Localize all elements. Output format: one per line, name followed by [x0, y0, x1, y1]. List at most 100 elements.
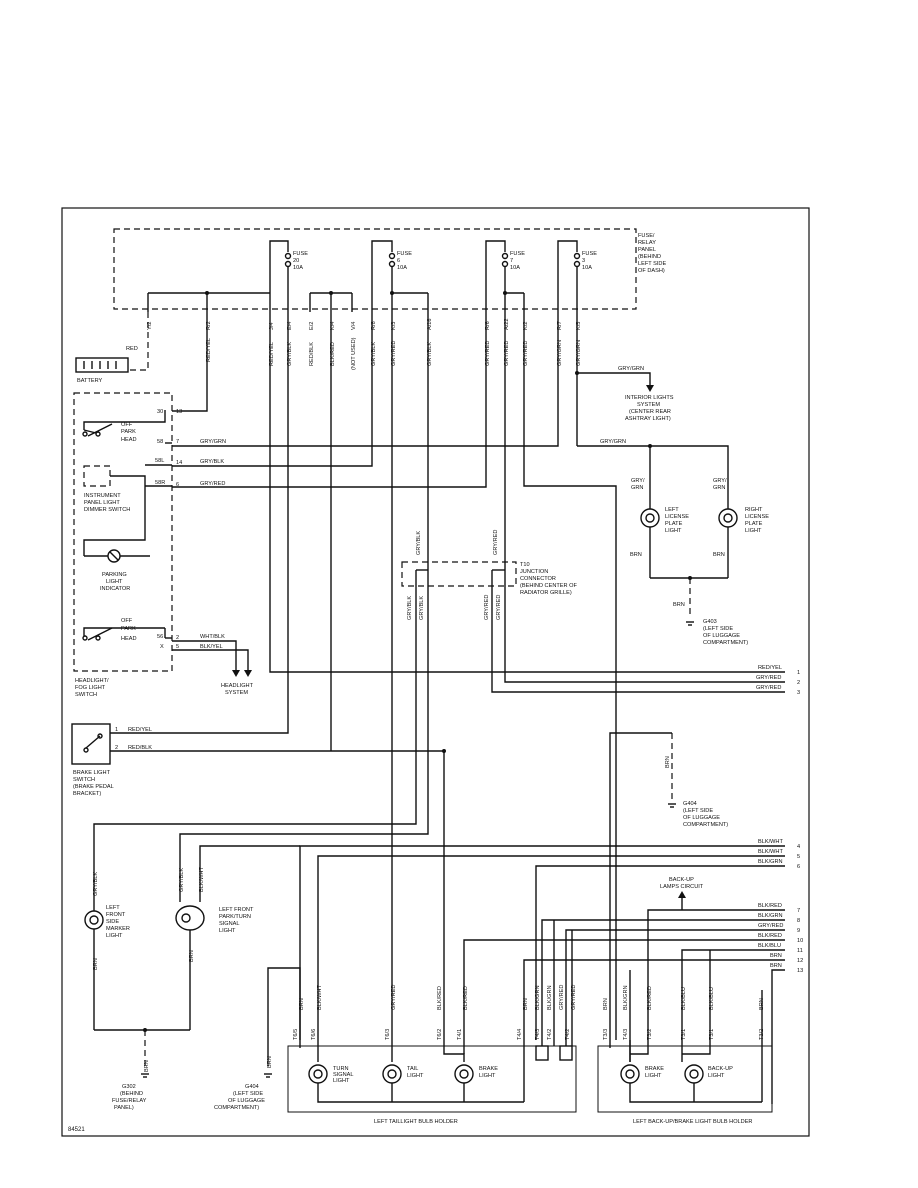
svg-text:LIGHT: LIGHT — [106, 933, 123, 939]
svg-text:30: 30 — [157, 409, 163, 415]
svg-text:J/4: J/4 — [269, 323, 275, 330]
svg-text:(LEFT SIDE: (LEFT SIDE — [703, 626, 733, 632]
svg-text:WHT/BLK: WHT/BLK — [200, 634, 225, 640]
fuse-20: FUSE 20 10A — [269, 240, 308, 305]
svg-text:ASHTRAY LIGHT): ASHTRAY LIGHT) — [625, 416, 671, 422]
svg-text:10A: 10A — [397, 265, 407, 271]
svg-text:GRY/GRN: GRY/GRN — [600, 439, 626, 445]
svg-text:OF LUGGAGE: OF LUGGAGE — [683, 815, 720, 821]
svg-text:MARKER: MARKER — [106, 926, 130, 932]
svg-text:BRAKE LIGHT: BRAKE LIGHT — [73, 770, 111, 776]
svg-text:8: 8 — [797, 918, 800, 924]
svg-text:LIGHT: LIGHT — [219, 928, 236, 934]
svg-text:R/8: R/8 — [371, 321, 377, 330]
svg-text:LAMPS CIRCUIT: LAMPS CIRCUIT — [660, 884, 704, 890]
svg-text:BRN: BRN — [523, 998, 529, 1010]
svg-text:GRY/GRN: GRY/GRN — [576, 340, 582, 366]
svg-text:BRAKE: BRAKE — [645, 1066, 664, 1072]
svg-text:10A: 10A — [510, 265, 520, 271]
svg-text:FUSE: FUSE — [397, 251, 412, 257]
svg-text:T6/5: T6/5 — [293, 1029, 299, 1040]
svg-text:A/22: A/22 — [504, 318, 510, 330]
svg-text:LIGHT: LIGHT — [665, 528, 682, 534]
svg-text:BRN: BRN — [665, 756, 671, 768]
svg-text:LEFT: LEFT — [106, 905, 120, 911]
svg-text:DIMMER SWITCH: DIMMER SWITCH — [84, 507, 130, 513]
svg-text:RED/YEL: RED/YEL — [269, 342, 275, 366]
svg-text:T3/3: T3/3 — [603, 1029, 609, 1040]
svg-text:OFF: OFF — [121, 422, 133, 428]
svg-text:GRY/GRN: GRY/GRN — [200, 439, 226, 445]
svg-text:5: 5 — [176, 644, 179, 650]
svg-text:(BEHIND: (BEHIND — [120, 1091, 143, 1097]
svg-text:SWITCH: SWITCH — [75, 692, 97, 698]
svg-text:RED/BLK: RED/BLK — [128, 745, 152, 751]
svg-text:GRY/BLK: GRY/BLK — [416, 531, 422, 555]
svg-text:GRY/RED: GRY/RED — [496, 595, 502, 620]
svg-text:GRY/RED: GRY/RED — [493, 530, 499, 555]
left-taillight-bulb-holder: LEFT TAILLIGHT BULB HOLDER BRN BLK/WHT G… — [287, 985, 577, 1125]
svg-text:BRN: BRN — [770, 953, 782, 959]
svg-text:SIGNAL: SIGNAL — [219, 921, 240, 927]
svg-text:GRY/BLK: GRY/BLK — [407, 596, 413, 620]
svg-text:BRN: BRN — [770, 963, 782, 969]
svg-text:T4/3: T4/3 — [623, 1029, 629, 1040]
fuse-6: FUSE 6 10A — [371, 240, 412, 305]
fuse-7: FUSE 7 10A — [485, 240, 525, 305]
svg-text:T4/3: T4/3 — [535, 1029, 541, 1040]
svg-text:GRY/RED: GRY/RED — [485, 341, 491, 366]
svg-text:HEAD: HEAD — [121, 437, 137, 443]
svg-text:GRY/BLK: GRY/BLK — [179, 868, 185, 892]
svg-text:T6/2: T6/2 — [437, 1029, 443, 1040]
svg-text:BLK/GRN: BLK/GRN — [758, 913, 783, 919]
park-head-switch: OFF PARK HEAD — [82, 410, 166, 443]
right-bus-lower: BLK/RED 7 BLK/GRN 8 GRY/RED 9 BLK/RED 10… — [463, 903, 803, 1104]
svg-text:INSTRUMENT: INSTRUMENT — [84, 493, 121, 499]
svg-text:BLK/RED: BLK/RED — [463, 986, 469, 1010]
svg-text:BRACKET): BRACKET) — [73, 791, 101, 797]
svg-text:LEFT TAILLIGHT BULB HOLDER: LEFT TAILLIGHT BULB HOLDER — [374, 1119, 458, 1125]
svg-text:FRONT: FRONT — [106, 912, 126, 918]
svg-text:BRAKE: BRAKE — [479, 1066, 498, 1072]
svg-text:HEADLIGHT: HEADLIGHT — [221, 683, 254, 689]
svg-text:BLK/WHT: BLK/WHT — [758, 849, 783, 855]
svg-text:6: 6 — [397, 258, 400, 264]
svg-text:(LEFT SIDE: (LEFT SIDE — [683, 808, 713, 814]
ground-g404-top: BRN G404 (LEFT SIDE OF LUGGAGE COMPARTME… — [609, 732, 728, 1040]
svg-text:BATTERY: BATTERY — [77, 378, 103, 384]
svg-text:GRN: GRN — [631, 485, 643, 491]
svg-text:G404: G404 — [683, 801, 697, 807]
battery: RED BATTERY — [75, 312, 149, 384]
svg-text:PANEL): PANEL) — [114, 1105, 134, 1111]
svg-text:HEADLIGHT/: HEADLIGHT/ — [75, 678, 109, 684]
svg-text:K/4: K/4 — [330, 322, 336, 330]
svg-text:RED/BLK: RED/BLK — [309, 342, 315, 366]
svg-text:BRN: BRN — [267, 1056, 273, 1068]
svg-text:10A: 10A — [582, 265, 592, 271]
svg-text:BLK/RED: BLK/RED — [330, 342, 336, 366]
svg-text:BLK/GRN: BLK/GRN — [758, 859, 783, 865]
svg-text:BLK/RED: BLK/RED — [758, 933, 782, 939]
svg-text:T3/2: T3/2 — [647, 1029, 653, 1040]
svg-text:HEAD: HEAD — [121, 636, 137, 642]
svg-text:LIGHT: LIGHT — [708, 1073, 725, 1079]
svg-text:SIGNAL: SIGNAL — [333, 1072, 354, 1078]
svg-text:GRY/RED: GRY/RED — [200, 481, 225, 487]
svg-text:GRY/BLK: GRY/BLK — [287, 342, 293, 366]
fuse-relay-panel: FUSE/ RELAY PANEL (BEHIND LEFT SIDE OF D… — [113, 228, 666, 370]
svg-text:GRY/BLK: GRY/BLK — [93, 872, 99, 896]
svg-text:LIGHT: LIGHT — [745, 528, 762, 534]
svg-text:BRN: BRN — [713, 552, 725, 558]
svg-text:BRN: BRN — [299, 998, 305, 1010]
svg-text:10A: 10A — [293, 265, 303, 271]
svg-text:K/2: K/2 — [523, 322, 529, 330]
svg-text:BLK/BLU: BLK/BLU — [709, 987, 715, 1010]
svg-text:LICENSE: LICENSE — [665, 514, 689, 520]
svg-text:A/16: A/16 — [427, 318, 433, 330]
svg-text:RED/YEL: RED/YEL — [206, 338, 212, 362]
svg-text:LEFT SIDE: LEFT SIDE — [638, 261, 666, 267]
svg-text:5: 5 — [797, 854, 800, 860]
svg-text:BACK-UP: BACK-UP — [669, 877, 694, 883]
svg-text:BACK-UP: BACK-UP — [708, 1066, 733, 1072]
